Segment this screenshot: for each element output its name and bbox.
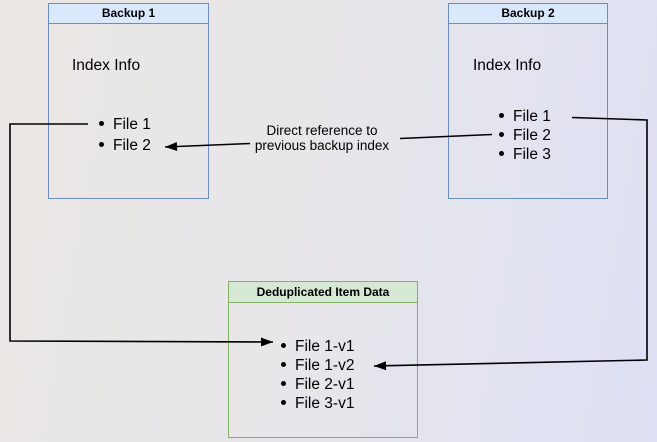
backup1-title: Backup 1 bbox=[101, 6, 156, 20]
list-item: File 3 bbox=[499, 145, 551, 164]
file-label: File 2 bbox=[113, 137, 151, 154]
dedup-node: Deduplicated Item Data File 1-v1 File 1-… bbox=[228, 281, 418, 438]
file-label: File 1 bbox=[513, 108, 551, 125]
file-label: File 1-v2 bbox=[295, 357, 355, 374]
bullet-icon bbox=[281, 381, 286, 386]
bullet-icon bbox=[281, 400, 286, 405]
list-item: File 3-v1 bbox=[281, 394, 354, 413]
backup2-header: Backup 2 bbox=[449, 4, 607, 24]
backup1-node: Backup 1 Index Info File 1 File 2 bbox=[48, 3, 209, 199]
direct-reference-label-line2: previous backup index bbox=[254, 138, 390, 153]
bullet-icon bbox=[499, 113, 504, 118]
dedup-title: Deduplicated Item Data bbox=[256, 285, 390, 299]
list-item: File 1-v1 bbox=[281, 337, 354, 356]
backup2-file-list: File 1 File 2 File 3 bbox=[499, 107, 551, 164]
bullet-icon bbox=[281, 343, 286, 348]
backup2-index-info-label: Index Info bbox=[473, 57, 542, 74]
bullet-icon bbox=[99, 121, 104, 126]
backup2-node: Backup 2 Index Info File 1 File 2 File 3 bbox=[448, 3, 608, 199]
bullet-icon bbox=[99, 142, 104, 147]
file-label: File 3 bbox=[513, 146, 551, 163]
dedup-file-list: File 1-v1 File 1-v2 File 2-v1 File 3-v1 bbox=[281, 337, 354, 413]
backup1-header: Backup 1 bbox=[49, 4, 208, 24]
dedup-header: Deduplicated Item Data bbox=[229, 282, 417, 303]
bullet-icon bbox=[499, 151, 504, 156]
list-item: File 1-v2 bbox=[281, 356, 354, 375]
list-item: File 1 bbox=[499, 107, 551, 126]
backup2-title: Backup 2 bbox=[501, 6, 555, 20]
list-item: File 2 bbox=[99, 135, 151, 156]
backup1-file-list: File 1 File 2 bbox=[99, 114, 151, 156]
bullet-icon bbox=[499, 132, 504, 137]
list-item: File 1 bbox=[99, 114, 151, 135]
direct-reference-label: Direct reference to previous backup inde… bbox=[232, 123, 412, 153]
backup1-index-info-label: Index Info bbox=[72, 57, 141, 74]
list-item: File 2 bbox=[499, 126, 551, 145]
file-label: File 3-v1 bbox=[295, 395, 355, 412]
list-item: File 2-v1 bbox=[281, 375, 354, 394]
file-label: File 2-v1 bbox=[295, 376, 355, 393]
file-label: File 2 bbox=[513, 127, 551, 144]
file-label: File 1 bbox=[113, 116, 151, 133]
direct-reference-label-line1: Direct reference to bbox=[266, 123, 378, 138]
file-label: File 1-v1 bbox=[295, 338, 355, 355]
bullet-icon bbox=[281, 362, 286, 367]
